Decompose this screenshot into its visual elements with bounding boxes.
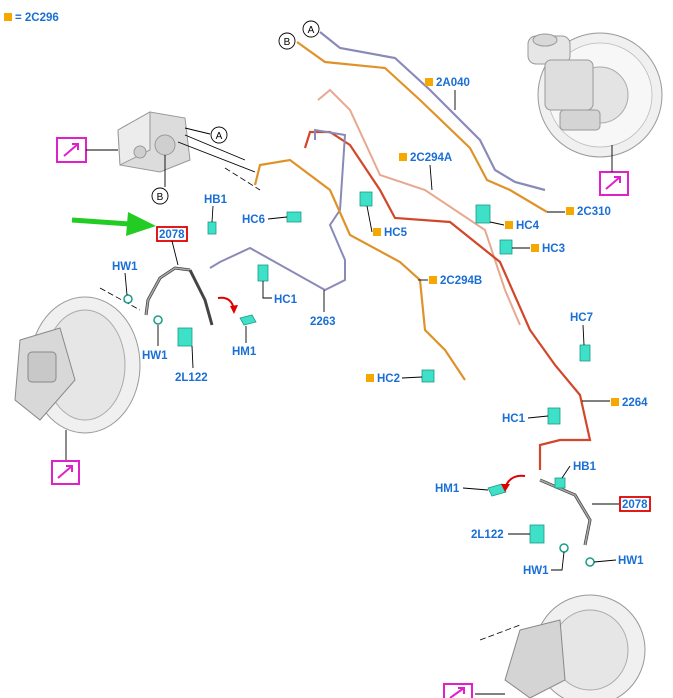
label-2C294B: 2C294B [440,275,482,287]
clip-hc2 [421,369,435,383]
view-marker-left-wheel [51,460,80,485]
label-hc1-left: HC1 [274,294,298,306]
clip-hc4 [475,204,491,224]
sq-hc3 [531,244,539,252]
hose-right [539,478,592,546]
clip-hc7 [579,344,591,362]
label-hb1-left: HB1 [204,194,228,206]
pipe-2A040-purple [319,31,546,192]
left-brake-assembly [14,296,141,434]
label-hc2: HC2 [377,373,400,385]
label-hm1-left: HM1 [232,346,257,358]
clip-hc3 [499,239,513,255]
clip-hm1-right [487,483,507,497]
legend-text: = 2C296 [15,12,59,24]
label-2078-right: 2078 [622,499,648,511]
bolt-2L122-left [177,327,193,347]
label-2A040: 2A040 [436,77,470,89]
callout-b-top: B [278,32,296,50]
label-hc3: HC3 [542,243,565,255]
label-2263: 2263 [310,316,336,328]
washer-hw1-right-2 [585,557,595,567]
view-marker-booster [599,145,629,196]
washer-hw1-right-1 [559,543,569,553]
brake-booster [527,32,663,158]
washer-hw1-left-bottom [153,315,163,325]
label-2078-left: 2078 [159,229,185,241]
label-hc1-right: HC1 [502,413,526,425]
pipe-salmon [317,88,521,326]
clip-hb1-right [554,477,566,489]
sq-hc4 [505,221,513,229]
callout-a-top: A [302,20,320,38]
label-hc6: HC6 [242,214,265,226]
green-arrow-icon [71,212,156,236]
svg-text:B: B [157,192,164,203]
clip-hm1-left [239,314,257,326]
svg-text:A: A [216,131,223,142]
sq-2264 [611,398,619,406]
pipe-2C294A-red [303,130,592,470]
legend-swatch [4,13,12,21]
svg-text:A: A [308,25,315,36]
label-hw1-left-top: HW1 [112,261,138,273]
label-hb1-right: HB1 [573,461,597,473]
callout-b-abs: B [151,187,169,205]
svg-text:B: B [284,37,291,48]
view-marker-abs [56,137,118,163]
sq-hc2 [366,374,374,382]
sq-2C294A [399,153,407,161]
washer-hw1-left-top [123,294,133,304]
label-2C310: 2C310 [577,206,611,218]
clip-hc1-right [547,407,561,425]
label-2L122-left: 2L122 [175,372,208,384]
pipe-2A040-orange [296,41,548,213]
abs-module [117,111,191,173]
label-hw1-right-2: HW1 [618,555,644,567]
view-marker-right-wheel [443,683,473,698]
pipe-2C294B [253,158,466,381]
label-hm1-right: HM1 [435,483,460,495]
sq-2C310 [566,207,574,215]
label-2264: 2264 [622,397,648,409]
label-2C294A: 2C294A [410,152,452,164]
pipe-2263 [209,128,347,292]
label-2L122-right: 2L122 [471,529,504,541]
clip-hc6 [286,211,302,223]
label-hc5: HC5 [384,227,408,239]
sq-2A040 [425,78,433,86]
sq-hc5 [373,228,381,236]
callout-a-abs: A [210,126,228,144]
label-hc4: HC4 [516,220,540,232]
right-brake-assembly [504,594,646,698]
bolt-2L122-right [529,524,545,544]
clip-hb1-left [207,221,217,235]
clip-hc5 [359,191,373,207]
label-hw1-right-1: HW1 [523,565,549,577]
sq-2C294B [429,276,437,284]
label-hw1-left-bottom: HW1 [142,350,168,362]
label-hc7: HC7 [570,312,593,324]
clip-hc1-left [257,264,269,282]
box-2078-right [619,496,651,512]
